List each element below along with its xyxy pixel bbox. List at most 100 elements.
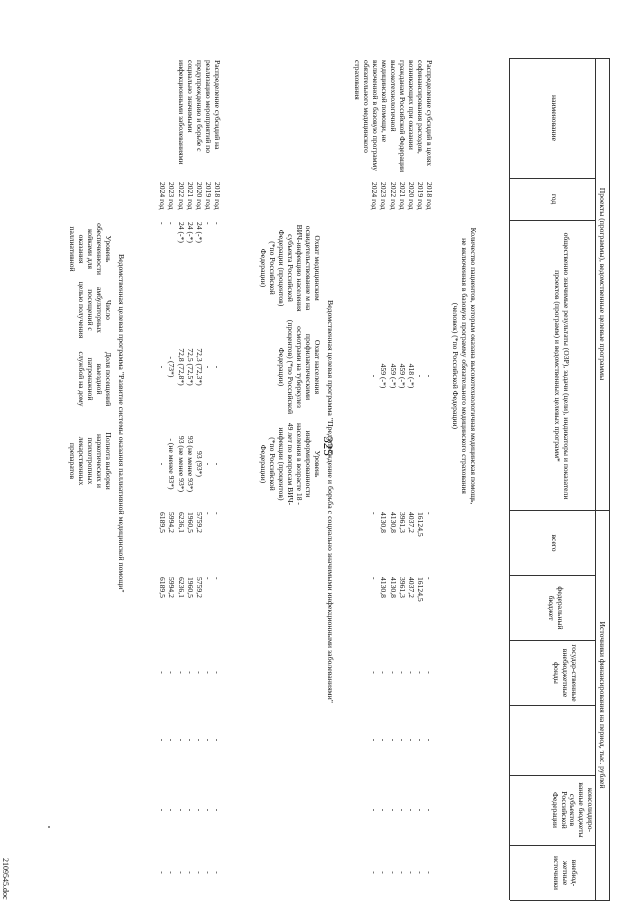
block2-indicator-1-cell: 24 (-*) <box>185 222 195 243</box>
block1-total-cell: 4130,8 <box>379 512 389 533</box>
block2-consolidated-cell: - <box>158 738 168 742</box>
block2-indicator-1-cell: - <box>213 222 222 225</box>
block2-consolidated-cell: - <box>167 738 177 742</box>
block3-indicator-3-heading: Доля посещений выездной патронажной служ… <box>77 351 113 407</box>
block1-year-cell: 2023 год <box>379 182 389 210</box>
block2-state-cell: - <box>203 671 213 674</box>
block1-indicator-cell: - <box>425 374 434 378</box>
header-divider-results <box>510 220 596 221</box>
block2-federal-cell: 6236,1 <box>176 577 186 598</box>
block2-total-cell: - <box>213 512 222 515</box>
block1-indicator-heading: Количество пациентов, которым оказана вы… <box>451 227 478 505</box>
block2-consolidated-2-cell: - <box>158 808 168 812</box>
block3-title: Ведомственная целевая программа "Развити… <box>117 254 126 593</box>
block1-federal-cell: 4130,8 <box>379 577 389 598</box>
block2-state-cell: - <box>185 671 195 674</box>
block1-federal-cell: 4037,2 <box>406 577 416 598</box>
projects-group-heading: Проекты (программы), ведомственные целев… <box>598 187 607 381</box>
column-federal-heading: федеральный бюджет <box>547 586 565 630</box>
block2-year-cell: 2019 год <box>203 182 213 210</box>
header-divider-consolidated-2 <box>510 775 596 776</box>
block2-indicator-3-cell: - (не менее 93*) <box>167 438 177 490</box>
block2-consolidated-cell: - <box>203 738 213 742</box>
block2-external-cell: - <box>158 871 168 874</box>
block2-title: Ведомственная целевая программа "Предупр… <box>326 300 335 703</box>
block2-indicator-3-cell: 93 (не менее 93*) <box>176 435 186 493</box>
block1-indicator-cell: - <box>370 374 380 378</box>
block2-consolidated-cell: - <box>213 738 222 742</box>
block2-external-cell: - <box>185 871 195 874</box>
block2-indicator-1-cell: 24 (-*) <box>176 222 186 243</box>
block1-year-cell: 2024 год <box>370 182 380 210</box>
block1-consolidated-cell: - <box>406 738 416 742</box>
block1-consolidated-2-cell: - <box>379 808 389 812</box>
header-divider-federal <box>510 575 596 576</box>
block1-indicator-cell: 459 (-*) <box>379 363 389 389</box>
block2-federal-cell: 5759,2 <box>194 577 204 598</box>
block1-external-cell: - <box>379 871 389 874</box>
block2-indicator-1-cell: 24 (-*) <box>194 222 204 243</box>
block2-consolidated-2-cell: - <box>203 808 213 812</box>
block1-federal-cell: 16124,5 <box>415 577 425 602</box>
block2-year-cell: 2021 год <box>185 182 195 210</box>
column-consolidated-heading: консолидиро-ванные бюджеты субъектов Рос… <box>550 782 595 838</box>
block1-total-cell: - <box>370 512 380 515</box>
block3-indicator-1-heading: Уровень обеспеченности койками для оказа… <box>68 223 113 275</box>
block2-state-cell: - <box>167 671 177 674</box>
block2-total-cell: 6189,5 <box>158 512 168 533</box>
block2-year-cell: 2020 год <box>194 182 204 210</box>
block1-external-cell: - <box>397 871 407 874</box>
block2-total-cell: - <box>203 512 213 515</box>
block2-year-cell: 2024 год <box>158 182 168 210</box>
block1-federal-cell: 4130,8 <box>388 577 398 598</box>
block2-external-cell: - <box>176 871 186 874</box>
block1-total-cell: 4130,8 <box>388 512 398 533</box>
block2-external-cell: - <box>167 871 177 874</box>
block2-indicator-3-cell: - <box>213 462 222 466</box>
block2-year-cell: 2023 год <box>167 182 177 210</box>
block2-state-cell: - <box>158 671 168 674</box>
block1-name: Распределение субсидий в целях софинанси… <box>353 60 434 173</box>
block1-consolidated-cell: - <box>415 738 425 742</box>
block2-indicator-1-cell: - <box>158 222 168 225</box>
block1-total-cell: - <box>425 512 434 515</box>
scan-speck <box>48 826 50 828</box>
header-right-border <box>510 900 610 901</box>
header-sub-rule <box>595 58 596 900</box>
block1-consolidated-cell: - <box>388 738 398 742</box>
block2-total-cell: 6236,1 <box>176 512 186 533</box>
block1-external-cell: - <box>415 871 425 874</box>
block2-indicator-2-cell: 72,3 (72,3*) <box>194 348 204 386</box>
block1-consolidated-cell: - <box>397 738 407 742</box>
block2-year-cell: 2022 год <box>176 182 186 210</box>
block1-external-cell: - <box>388 871 398 874</box>
block2-federal-cell: - <box>203 577 213 580</box>
block1-state-cell: - <box>415 671 425 674</box>
block2-indicator-1-heading: Охват медицинским освидетельствование м … <box>259 224 322 312</box>
column-total-heading: всего <box>550 534 559 552</box>
block2-indicator-2-cell: 72,8 (72,8*) <box>176 348 186 386</box>
block1-consolidated-cell: - <box>370 738 380 742</box>
block1-year-cell: 2022 год <box>388 182 398 210</box>
block1-state-cell: - <box>379 671 389 674</box>
column-external-heading: внебюд-жетные источники <box>552 856 579 890</box>
block1-indicator-cell: - <box>415 374 425 378</box>
block1-indicator-cell: 459 (-*) <box>388 363 398 389</box>
block1-year-cell: 2019 год <box>415 182 425 210</box>
header-divider-state <box>510 640 596 641</box>
block1-year-cell: 2018 год <box>425 182 434 210</box>
header-divider-total <box>510 510 610 511</box>
block2-federal-cell: 5994,2 <box>167 577 177 598</box>
block2-indicator-2-cell: - (73*) <box>167 356 177 378</box>
block2-year-cell: 2018 год <box>213 182 222 210</box>
block1-state-cell: - <box>406 671 416 674</box>
block2-indicator-3-cell: - <box>158 462 168 466</box>
block2-external-cell: - <box>194 871 204 874</box>
block1-external-cell: - <box>425 871 434 874</box>
header-divider-external <box>510 845 596 846</box>
block3-indicator-2-heading: Число амбулаторных посещений с целью пол… <box>77 281 113 339</box>
block1-year-cell: 2020 год <box>406 182 416 210</box>
block2-indicator-1-cell: - <box>203 222 213 225</box>
block1-consolidated-2-cell: - <box>425 808 434 812</box>
